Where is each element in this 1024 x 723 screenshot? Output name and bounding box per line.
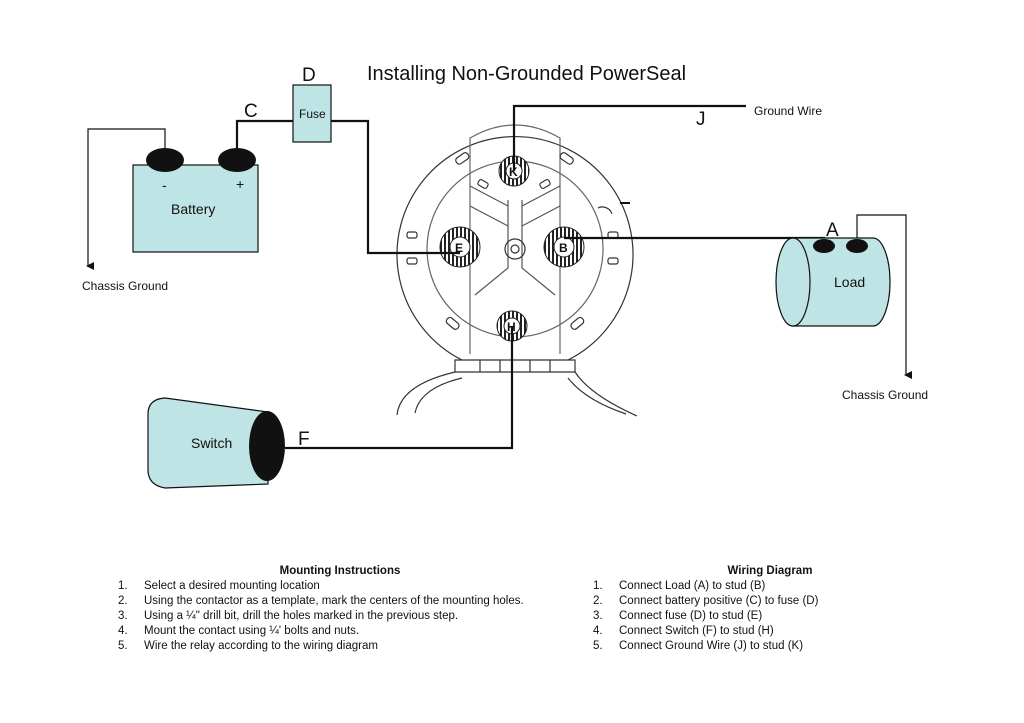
wire-letter-c: C — [244, 101, 258, 122]
battery-chassis-ground-label: Chassis Ground — [82, 279, 168, 293]
instruction-step: 5. Connect Ground Wire (J) to stud (K) — [585, 639, 885, 654]
step-text: Connect Switch (F) to stud (H) — [619, 625, 774, 637]
load-terminal-ground — [846, 239, 868, 253]
instruction-step: 3. Connect fuse (D) to stud (E) — [585, 609, 885, 624]
wire-c — [235, 119, 294, 160]
wire-letter-d: D — [302, 65, 316, 86]
step-number: 5. — [593, 640, 603, 652]
instruction-step: 4. Connect Switch (F) to stud (H) — [585, 624, 885, 639]
switch-terminal — [249, 411, 285, 481]
stud-e: E — [439, 226, 481, 268]
fuse-label: Fuse — [299, 107, 326, 121]
load-label: Load — [834, 274, 865, 290]
mounting-instructions: Mounting Instructions 1. Select a desired… — [110, 564, 560, 654]
switch-label: Switch — [191, 435, 232, 451]
step-number: 2. — [593, 595, 603, 607]
step-text: Using the contactor as a template, mark … — [144, 595, 524, 607]
step-number: 1. — [118, 580, 128, 592]
switch: Switch — [147, 397, 285, 489]
instruction-step: 2. Connect battery positive (C) to fuse (… — [585, 594, 885, 609]
step-text: Mount the contact using ¼' bolts and nut… — [144, 625, 360, 637]
instruction-step: 5. Wire the relay according to the wiring… — [110, 639, 560, 654]
wire-d — [330, 119, 460, 255]
instruction-step: 1. Connect Load (A) to stud (B) — [585, 579, 885, 594]
wire-j — [512, 104, 746, 171]
stud-b: B — [543, 226, 585, 268]
mounting-instructions-heading: Mounting Instructions — [279, 565, 401, 577]
instruction-step: 2. Using the contactor as a template, mar… — [110, 594, 560, 609]
wiring-instructions: Wiring Diagram 1. Connect Load (A) to stu… — [585, 564, 885, 654]
wire-letter-f: F — [298, 429, 310, 450]
wire-f — [285, 326, 514, 450]
battery-plus-sign: + — [236, 176, 244, 192]
diagram-title: Installing Non-Grounded PowerSeal — [367, 63, 686, 85]
battery-label: Battery — [171, 201, 215, 217]
step-text: Connect battery positive (C) to fuse (D) — [619, 595, 819, 607]
load-terminal-a — [813, 239, 835, 253]
battery-ground-wire — [86, 128, 166, 270]
instruction-step: 1. Select a desired mounting location — [110, 579, 560, 594]
wire-letter-j: J — [696, 109, 706, 130]
mounting-steps-list: 1. Select a desired mounting location 2. Us… — [110, 579, 560, 654]
step-text: Select a desired mounting location — [144, 580, 320, 592]
step-text: Wire the relay according to the wiring d… — [144, 640, 378, 652]
instruction-step: 3. Using a ¼" drill bit, drill the holes … — [110, 609, 560, 624]
battery-minus-sign: - — [162, 177, 167, 193]
stud-k-label: K — [509, 165, 518, 179]
step-number: 3. — [118, 610, 128, 622]
fuse: Fuse — [292, 84, 332, 143]
step-text: Connect Load (A) to stud (B) — [619, 580, 766, 592]
step-text: Connect fuse (D) to stud (E) — [619, 610, 763, 622]
step-text: Using a ¼" drill bit, drill the holes ma… — [144, 610, 459, 622]
wire-letter-a: A — [826, 220, 839, 241]
step-number: 2. — [118, 595, 128, 607]
battery: - + Battery — [132, 148, 259, 253]
step-number: 4. — [118, 625, 128, 637]
wiring-instructions-heading: Wiring Diagram — [727, 565, 813, 577]
step-number: 3. — [593, 610, 603, 622]
battery-positive-terminal — [218, 148, 256, 172]
instruction-step: 4. Mount the contact using ¼' bolts and n… — [110, 624, 560, 639]
stud-e-label: E — [455, 241, 463, 255]
battery-negative-terminal — [146, 148, 184, 172]
load: Load — [775, 237, 891, 327]
step-text: Connect Ground Wire (J) to stud (K) — [619, 640, 804, 652]
wiring-steps-list: 1. Connect Load (A) to stud (B) 2. Connect … — [585, 579, 885, 654]
step-number: 4. — [593, 625, 603, 637]
stud-b-label: B — [559, 241, 568, 255]
ground-wire-label: Ground Wire — [754, 104, 822, 118]
load-chassis-ground-label: Chassis Ground — [842, 388, 928, 402]
load-ground-wire — [856, 214, 912, 379]
step-number: 5. — [118, 640, 128, 652]
step-number: 1. — [593, 580, 603, 592]
